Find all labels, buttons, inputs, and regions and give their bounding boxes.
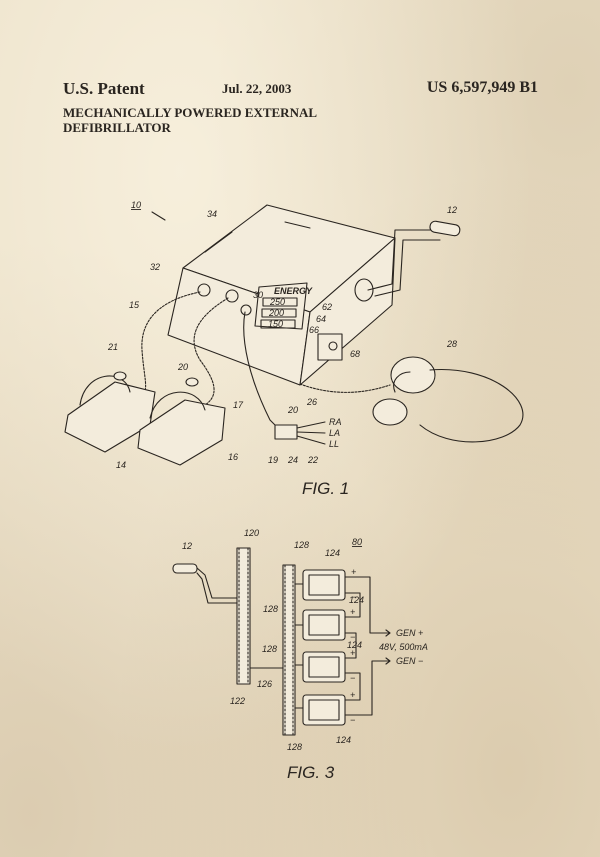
patent-title-line-2: DEFIBRILLATOR: [63, 120, 171, 135]
energy-setting-150-label: 150: [268, 319, 283, 329]
gen3-plus: +: [350, 648, 355, 658]
drive-gear: [236, 547, 251, 685]
gen-minus-label: GEN −: [396, 656, 423, 666]
energy-setting-200-label: 200: [268, 308, 284, 318]
patent-number: US 6,597,949 B1: [426, 79, 538, 96]
series-wiring: [344, 576, 383, 716]
ref3-128a: 128: [294, 540, 309, 550]
ref3-128c: 128: [262, 644, 277, 654]
paddle-right: [137, 377, 226, 466]
ref3-124d: 124: [336, 735, 351, 745]
ref-14: 14: [116, 460, 126, 470]
patent-title: MECHANICALLY POWERED EXTERNAL DEFIBRILLA…: [63, 105, 363, 135]
ref-34: 34: [207, 209, 217, 219]
ref-22: 22: [307, 455, 318, 465]
ref-12: 12: [447, 205, 457, 215]
gen4-minus: −: [350, 715, 355, 725]
ref-20a: 20: [177, 362, 188, 372]
generator-1: [294, 569, 346, 601]
ref-24: 24: [287, 455, 298, 465]
ref-10: 10: [131, 200, 141, 210]
ref3-122: 122: [230, 696, 245, 706]
gen4-plus: +: [350, 690, 355, 700]
lead-ra: RA: [329, 417, 342, 427]
ref-66: 66: [309, 325, 319, 335]
ref3-128b: 128: [263, 604, 278, 614]
rating-label: 48V, 500mA: [379, 642, 428, 652]
ref3-80: 80: [352, 537, 362, 547]
patent-date: Jul. 22, 2003: [222, 81, 292, 96]
ref3-12: 12: [182, 541, 192, 551]
ref-62: 62: [322, 302, 332, 312]
figure-1-drawing: ENERGY 250 200 150 RA LA LL: [64, 200, 524, 498]
ref-32: 32: [150, 262, 160, 272]
figure-1-caption: FIG. 1: [302, 479, 349, 498]
generator-4: [294, 694, 346, 726]
cable-ports: [197, 283, 343, 361]
ref3-126: 126: [257, 679, 272, 689]
gen2-plus: +: [350, 607, 355, 617]
ref-64: 64: [316, 314, 326, 324]
paddle-left: [64, 371, 156, 453]
lead-la: LA: [329, 428, 340, 438]
gen1-minus: −: [351, 592, 356, 602]
energy-setting-200: [261, 308, 297, 318]
energy-panel: ENERGY 250 200 150: [254, 282, 313, 330]
generator-3: [294, 651, 346, 683]
energy-panel-title: ENERGY: [274, 286, 313, 296]
ref-20b: 20: [287, 405, 298, 415]
energy-setting-250-label: 250: [269, 297, 285, 307]
ref-15: 15: [129, 300, 140, 310]
figure-3-caption: FIG. 3: [287, 763, 335, 782]
ref3-124a: 124: [325, 548, 340, 558]
gen3-minus: −: [350, 673, 355, 683]
ref-26: 26: [306, 397, 317, 407]
ref-28: 28: [446, 339, 457, 349]
gen2-minus: −: [350, 632, 355, 642]
energy-setting-250: [262, 297, 298, 307]
crank-handle: [172, 563, 239, 604]
ref-68: 68: [350, 349, 360, 359]
gen1-plus: +: [351, 567, 356, 577]
hand-crank: [354, 220, 461, 302]
patent-office-label: U.S. Patent: [63, 79, 145, 98]
ref3-124b: 124: [349, 595, 364, 605]
ref3-124c: 124: [347, 640, 362, 650]
ref-21: 21: [107, 342, 118, 352]
ref-19: 19: [268, 455, 278, 465]
ref3-120: 120: [244, 528, 259, 538]
gen-plus-label: GEN +: [396, 628, 423, 638]
ref-17: 17: [233, 400, 244, 410]
generator-2: [294, 609, 346, 641]
energy-setting-150: [260, 319, 296, 329]
ref3-128d: 128: [287, 742, 302, 752]
ref-30: 30: [253, 290, 263, 300]
lead-ll: LL: [329, 439, 339, 449]
ecg-lead-junction: RA LA LL: [274, 417, 342, 449]
driven-gear: [282, 564, 296, 736]
ref-16: 16: [228, 452, 238, 462]
headset: [372, 356, 524, 443]
patent-title-line-1: MECHANICALLY POWERED EXTERNAL: [63, 105, 318, 120]
